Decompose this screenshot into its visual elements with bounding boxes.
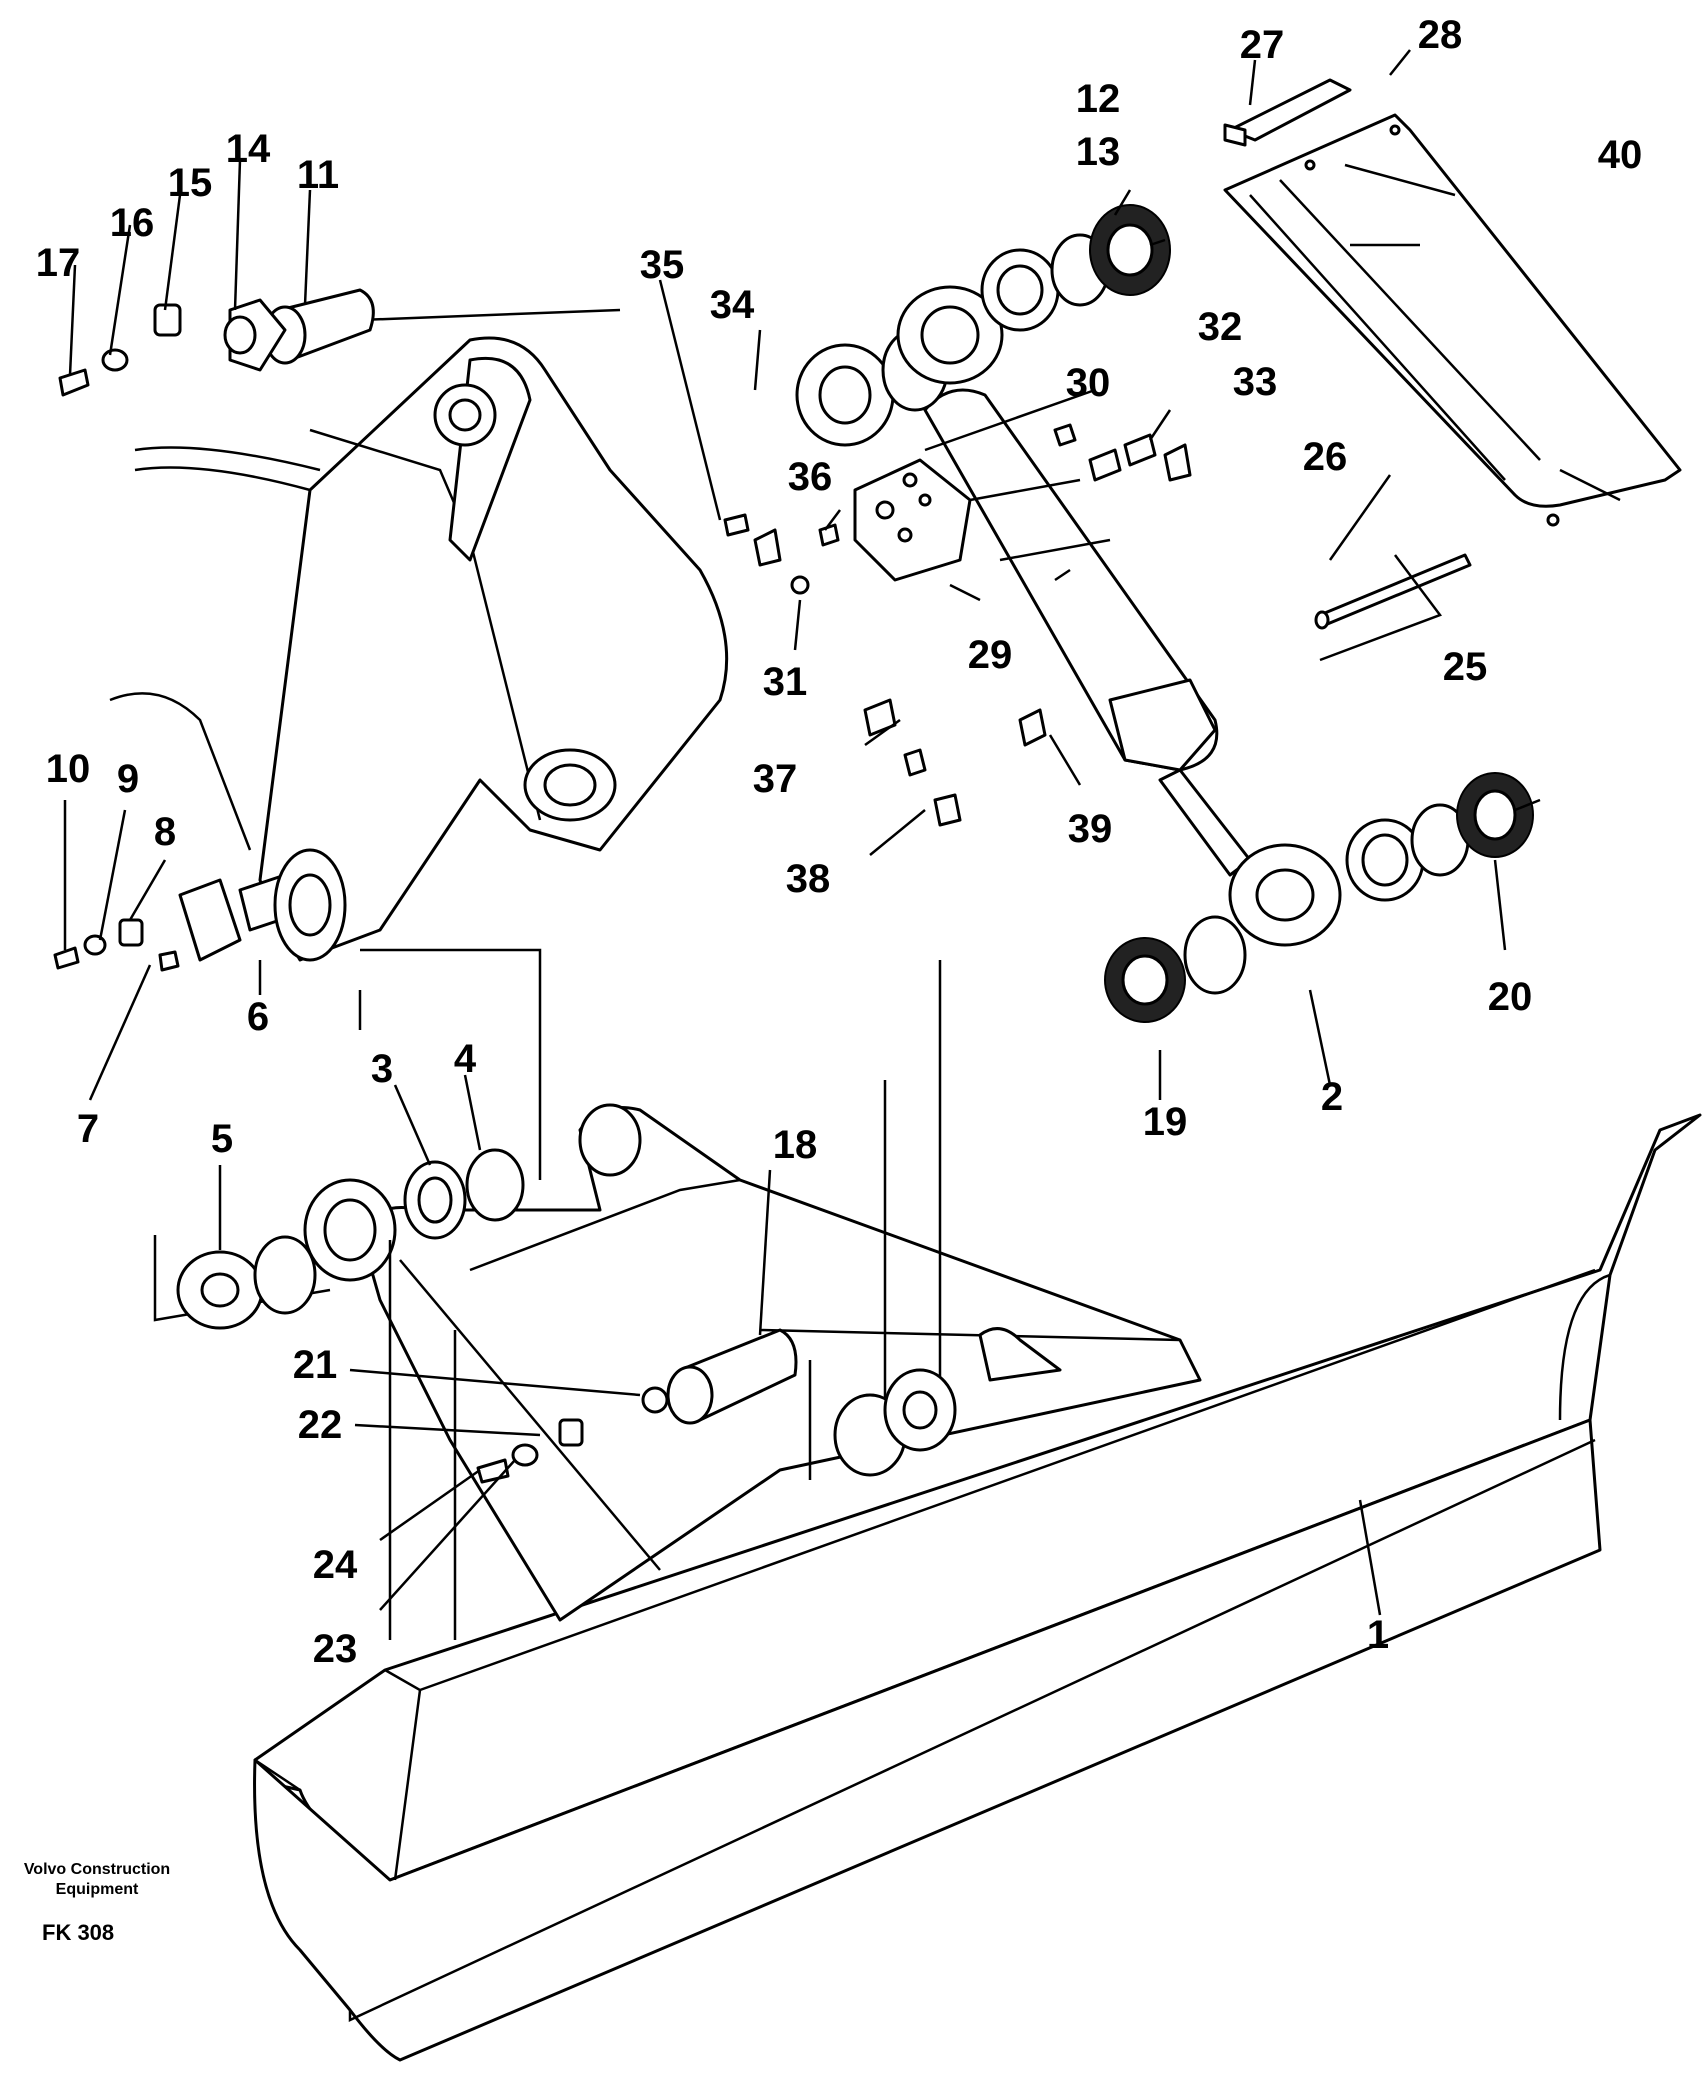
callout-12: 12 <box>1076 77 1121 121</box>
callout-19: 19 <box>1143 1100 1188 1144</box>
lower-bearing-stack <box>1104 772 1541 1023</box>
callout-35: 35 <box>640 243 685 287</box>
callout-38: 38 <box>786 857 831 901</box>
fittings <box>723 423 1192 827</box>
callout-10: 10 <box>46 747 91 791</box>
callout-33: 33 <box>1233 360 1278 404</box>
callout-7: 7 <box>77 1107 99 1151</box>
dozer-blade <box>253 1113 1702 2062</box>
chassis-frame <box>109 308 942 1640</box>
callout-36: 36 <box>788 455 833 499</box>
callout-34: 34 <box>710 283 755 327</box>
pin-rod-25 <box>1314 553 1472 630</box>
valve-block <box>853 458 972 582</box>
callout-5: 5 <box>211 1117 233 1161</box>
hydraulic-cylinder <box>923 388 1342 947</box>
callout-30: 30 <box>1066 361 1111 405</box>
callout-17: 17 <box>36 241 81 285</box>
callout-15: 15 <box>168 161 213 205</box>
callout-11: 11 <box>297 153 339 197</box>
callout-16: 16 <box>110 201 155 245</box>
callout-23: 23 <box>313 1627 358 1671</box>
callout-6: 6 <box>247 995 269 1039</box>
callout-29: 29 <box>968 633 1013 677</box>
pin-assembly-middle <box>53 848 347 972</box>
brand-line-1: Volvo Construction <box>24 1861 170 1878</box>
blade-bracket <box>833 1368 957 1477</box>
callout-27: 27 <box>1240 23 1285 67</box>
callout-4: 4 <box>454 1037 477 1081</box>
brand-line-2: Equipment <box>56 1881 139 1898</box>
callout-labels: 1 2 3 4 5 6 7 8 9 10 11 12 13 14 15 16 1… <box>36 13 1643 1671</box>
drawing-code: FK 308 <box>42 1920 114 1945</box>
left-bearing-stack <box>176 1148 525 1330</box>
callout-9: 9 <box>117 757 139 801</box>
callout-22: 22 <box>298 1403 343 1447</box>
callout-25: 25 <box>1443 645 1488 689</box>
callout-31: 31 <box>763 660 808 704</box>
callout-24: 24 <box>313 1543 358 1587</box>
callout-28: 28 <box>1418 13 1463 57</box>
callout-21: 21 <box>293 1343 338 1387</box>
callout-26: 26 <box>1303 435 1348 479</box>
pin-assembly-top <box>58 288 375 397</box>
pin-18 <box>476 1328 798 1484</box>
callout-39: 39 <box>1068 807 1113 851</box>
leader-lines <box>63 49 1621 1616</box>
callout-40: 40 <box>1598 133 1643 177</box>
callout-2: 2 <box>1321 1075 1343 1119</box>
callout-37: 37 <box>753 757 798 801</box>
callout-20: 20 <box>1488 975 1533 1019</box>
callout-13: 13 <box>1076 130 1121 174</box>
callout-8: 8 <box>154 810 176 854</box>
footer: Volvo Construction Equipment FK 308 <box>24 1861 170 1945</box>
callout-32: 32 <box>1198 305 1243 349</box>
callout-3: 3 <box>371 1047 393 1091</box>
clip-27 <box>1223 78 1352 147</box>
cover-shield <box>1223 113 1682 527</box>
callout-1: 1 <box>1367 1613 1389 1657</box>
callout-18: 18 <box>773 1123 818 1167</box>
callout-14: 14 <box>226 127 271 171</box>
upper-bearing-stack <box>795 204 1171 447</box>
